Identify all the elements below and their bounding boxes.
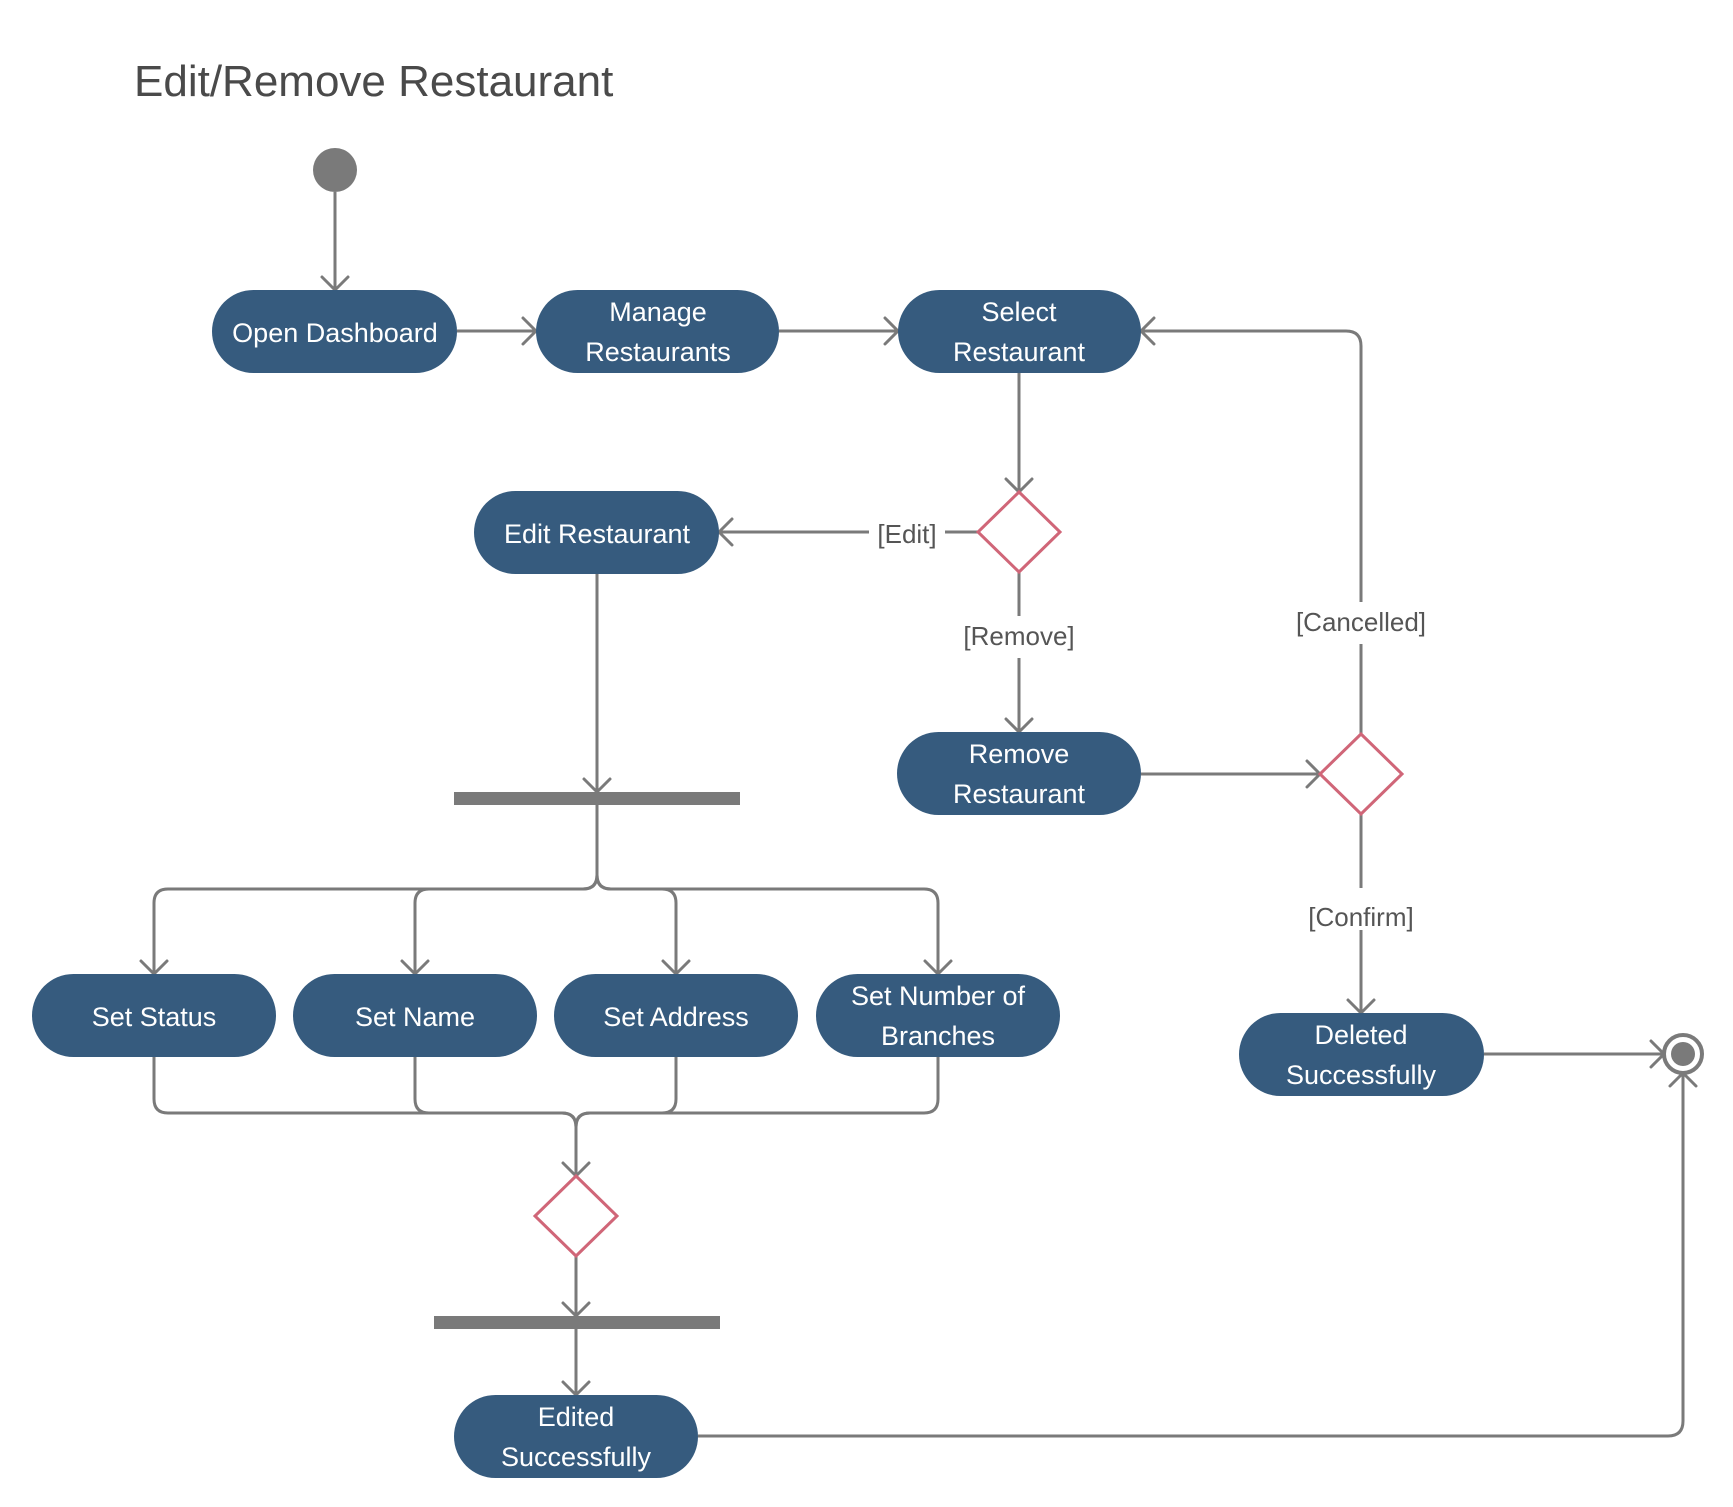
action-label: Set Number of (851, 981, 1026, 1011)
action-label: Open Dashboard (232, 318, 438, 348)
arrowhead (883, 316, 900, 346)
action-label: Remove (969, 739, 1070, 769)
action-set-status: Set Status (32, 974, 276, 1057)
edge-fork-to-set-3 (595, 805, 940, 974)
arrowhead (717, 517, 734, 547)
action-label: Branches (881, 1021, 995, 1051)
guard-label: [Cancelled] (1296, 607, 1426, 637)
edge-set-to-merge-0 (152, 1057, 578, 1176)
action-set-number-of-branches: Set Number of Branches (816, 974, 1060, 1057)
decision-confirm-cancel (1317, 731, 1405, 817)
final-node (1662, 1033, 1704, 1075)
action-label: Set Address (603, 1002, 749, 1032)
guard-label: [Edit] (877, 519, 936, 549)
guard-label: [Remove] (963, 621, 1074, 651)
edge-set-to-merge-1 (413, 1057, 578, 1176)
guard-label: [Confirm] (1308, 902, 1413, 932)
initial-node (313, 148, 357, 192)
action-label: Edit Restaurant (504, 519, 691, 549)
action-label: Successfully (1286, 1060, 1437, 1090)
action-label: Restaurant (953, 337, 1086, 367)
guard-edit: [Edit] (869, 516, 945, 550)
action-edit-restaurant: Edit Restaurant (474, 491, 719, 574)
action-open-dashboard: Open Dashboard (212, 290, 457, 373)
decision-merge (532, 1173, 620, 1259)
edge-fork-to-set-1 (413, 805, 599, 974)
action-set-name: Set Name (293, 974, 537, 1057)
edges (139, 192, 1698, 1438)
join-bar (434, 1316, 720, 1329)
action-set-address: Set Address (554, 974, 798, 1057)
action-label: Manage (609, 297, 707, 327)
guard-cancelled: [Cancelled] (1291, 602, 1431, 644)
guard-remove: [Remove] (958, 616, 1080, 658)
edge-cancelled-to-select (1141, 329, 1363, 734)
action-deleted-successfully: Deleted Successfully (1239, 1013, 1484, 1096)
action-label: Edited (538, 1402, 615, 1432)
action-label: Set Status (92, 1002, 217, 1032)
action-label: Deleted (1314, 1020, 1407, 1050)
guard-confirm: [Confirm] (1300, 888, 1422, 932)
action-remove-restaurant: Remove Restaurant (897, 732, 1141, 815)
action-edited-successfully: Edited Successfully (454, 1395, 698, 1478)
fork-bar (454, 792, 740, 805)
action-manage-restaurants: Manage Restaurants (536, 290, 779, 373)
action-label: Restaurant (953, 779, 1086, 809)
action-label: Select (981, 297, 1057, 327)
edge-set-to-merge-3 (574, 1057, 940, 1176)
decision-edit-remove (975, 489, 1063, 575)
arrowhead (1139, 316, 1156, 346)
arrowhead (521, 316, 538, 346)
action-select-restaurant: Select Restaurant (898, 290, 1141, 373)
edge-edited-to-final (698, 1073, 1685, 1438)
action-label: Restaurants (585, 337, 731, 367)
edge-set-to-merge-2 (574, 1057, 678, 1176)
action-label: Set Name (355, 1002, 475, 1032)
diagram-title: Edit/Remove Restaurant (134, 57, 613, 106)
action-label: Successfully (501, 1442, 652, 1472)
